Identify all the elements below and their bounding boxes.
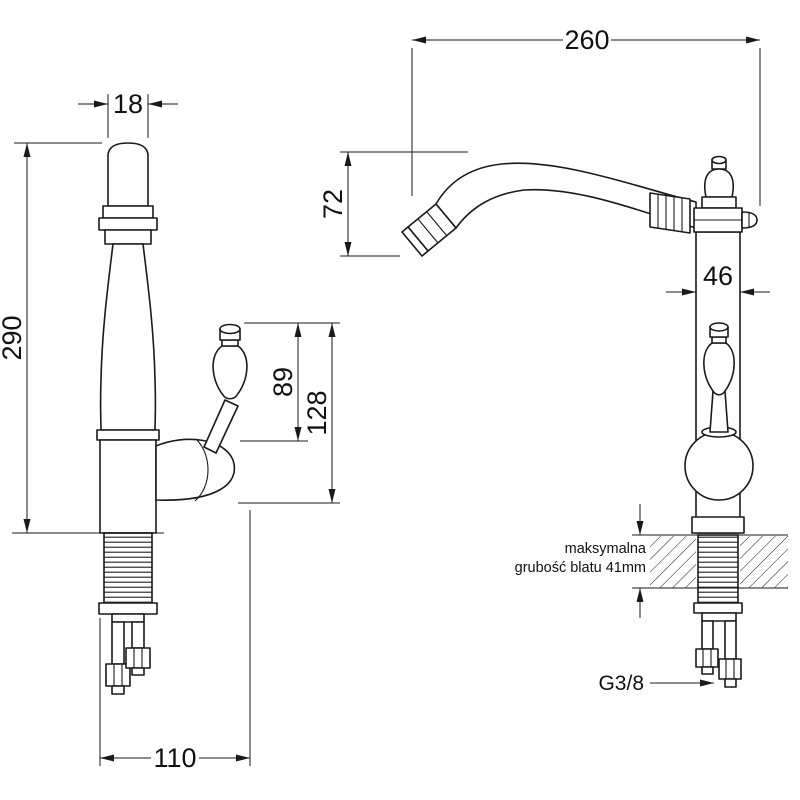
- dim-label-handle-upper: 89: [268, 367, 298, 397]
- mounting-nut-right: [125, 647, 151, 669]
- dim-label-drop: 72: [318, 189, 348, 219]
- aerator: [401, 203, 457, 257]
- spout-collar-flange: [98, 217, 158, 231]
- handle-ring-front: [221, 339, 239, 347]
- spout-tube: [107, 142, 149, 207]
- mounting-nut-left-side: [695, 648, 719, 668]
- threaded-shank-side: [697, 534, 739, 604]
- dimension-290: 290: [0, 142, 164, 534]
- spout-decorative-rings: [649, 192, 691, 234]
- spout-collar-bottom: [104, 229, 152, 245]
- faucet-neck: [99, 243, 157, 431]
- dim-label-bg: [563, 27, 611, 53]
- dimension-110: 110: [99, 510, 251, 773]
- neck-ring: [96, 429, 160, 441]
- mounting-nut-right-side: [718, 658, 742, 680]
- handle-cap-top-side: [709, 322, 729, 332]
- faucet-body-front: [99, 439, 157, 534]
- countertop-note-line1: maksymalna: [565, 541, 647, 557]
- dim-label-handle-total: 128: [302, 390, 332, 435]
- handle-bulb-side: [703, 342, 735, 396]
- dim-label-depth: 110: [153, 743, 196, 773]
- dimension-72: 72: [318, 151, 468, 257]
- countertop-note-line2: grubość blatu 41mm: [515, 560, 646, 576]
- handle-joint-side: [684, 431, 754, 501]
- handle-side: [684, 322, 754, 501]
- thread-callout: G3/8: [598, 672, 714, 695]
- handle-lever-front: [203, 399, 239, 454]
- side-view: [401, 155, 788, 688]
- dim-label-reach: 260: [564, 25, 609, 55]
- handle-ring-side: [711, 336, 727, 344]
- handle-bulb-front: [212, 345, 248, 400]
- finial: [693, 155, 758, 233]
- thread-label: G3/8: [598, 672, 644, 695]
- spout-collar-top: [102, 205, 154, 219]
- washer-side: [693, 602, 743, 614]
- dim-label-bg: [151, 745, 199, 771]
- dim-label-height: 290: [0, 315, 27, 360]
- front-view: [96, 142, 248, 695]
- dim-label-body-width: 46: [703, 261, 733, 291]
- washer-front: [98, 602, 158, 615]
- base-flange-side: [691, 516, 745, 534]
- handle-joint-cap-line: [194, 439, 209, 502]
- dimension-countertop-41mm: maksymalna grubość blatu 41mm: [515, 504, 647, 618]
- dimension-46: 46: [666, 261, 770, 296]
- dim-label-spout-width: 18: [113, 89, 143, 119]
- countertop-hatch-left: [650, 536, 696, 588]
- dimension-89: 89: [240, 322, 340, 442]
- countertop-hatch-right: [740, 536, 788, 588]
- mounting-hardware-front: [105, 613, 151, 695]
- dimension-18: 18: [78, 89, 178, 138]
- dimension-260: 260: [411, 25, 761, 206]
- dimension-128: 128: [238, 323, 340, 504]
- handle-joint-front: [155, 438, 236, 501]
- handle-stem-side: [709, 390, 729, 433]
- mounting-hardware-side: [695, 612, 742, 688]
- handle-cap-top-front: [219, 323, 241, 335]
- threaded-shank-front: [103, 532, 153, 604]
